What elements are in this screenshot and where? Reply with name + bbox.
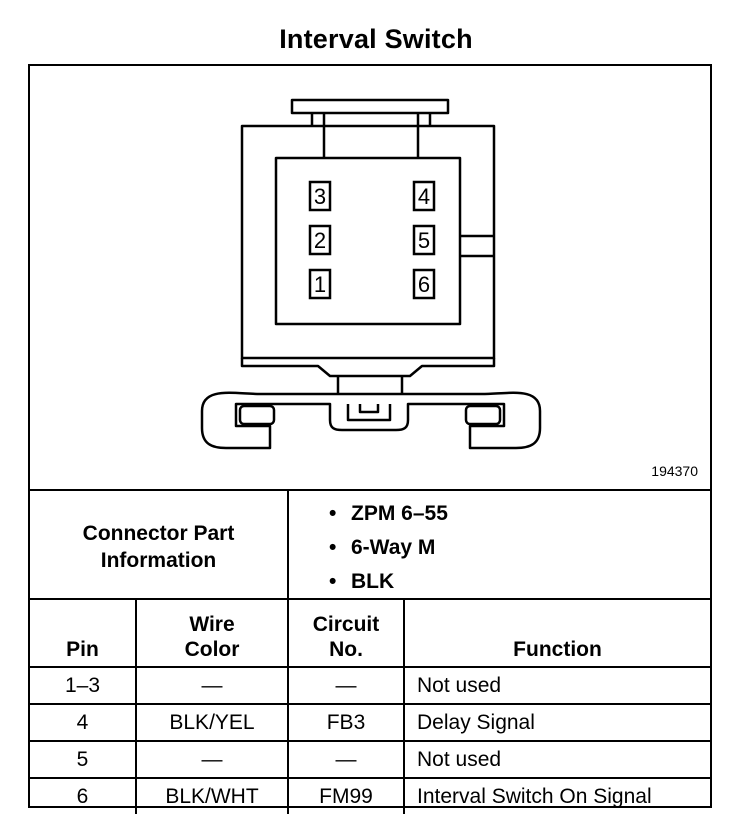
connector-info-table: Connector Part Information •ZPM 6–55 •6-… [30, 489, 710, 603]
pin-label-2: 2 [314, 228, 326, 253]
cell-wire-color: BLK/WHT [135, 777, 289, 814]
connector-info-label: Connector Part Information [82, 522, 235, 572]
connector-info-label-cell: Connector Part Information [30, 489, 289, 603]
connector-drawing: 3 2 1 4 5 6 [200, 98, 542, 450]
cell-function: Delay Signal [403, 703, 710, 742]
cell-function: Interval Switch On Signal [403, 777, 710, 814]
table-row: 6 BLK/WHT FM99 Interval Switch On Signal [30, 777, 710, 814]
pin-label-5: 5 [418, 228, 430, 253]
connector-info-item: •6-Way M [329, 536, 436, 559]
diagram-frame: 3 2 1 4 5 6 194370 Connector Part Inform… [28, 64, 712, 814]
page-title: Interval Switch [279, 24, 473, 54]
cell-pin: 6 [30, 777, 137, 814]
pin-box-5 [412, 224, 436, 256]
connector-base [240, 358, 496, 378]
cell-circuit: — [287, 666, 405, 705]
connector-info-item: •BLK [329, 570, 395, 593]
pin-table-header: Pin Wire Color Circuit No. Function [30, 598, 710, 668]
connector-info-list-cell: •ZPM 6–55 •6-Way M •BLK [287, 489, 710, 603]
pin-box-3 [308, 180, 332, 212]
connector-latch-bar [290, 98, 450, 115]
pin-box-1 [308, 268, 332, 300]
table-row: 1–3 — — Not used [30, 666, 710, 705]
cell-circuit: FB3 [287, 703, 405, 742]
cell-circuit: — [287, 740, 405, 779]
header-function: Function [403, 598, 710, 668]
cell-circuit: FM99 [287, 777, 405, 814]
cell-pin: 4 [30, 703, 137, 742]
pin-box-6 [412, 268, 436, 300]
table-row: 5 — — Not used [30, 740, 710, 779]
connector-side-tab [460, 234, 494, 258]
pin-box-2 [308, 224, 332, 256]
connector-latch-post-left [310, 113, 326, 158]
table-row: 4 BLK/YEL FB3 Delay Signal [30, 703, 710, 742]
connector-info-item: •ZPM 6–55 [329, 502, 448, 525]
connector-latch-post-right [416, 113, 432, 158]
pin-label-3: 3 [314, 184, 326, 209]
cell-wire-color: — [135, 740, 289, 779]
pin-table: Pin Wire Color Circuit No. Function 1–3 … [30, 598, 710, 814]
cell-function: Not used [403, 666, 710, 705]
pin-label-1: 1 [314, 272, 326, 297]
connector-bottom-clip [200, 391, 542, 450]
connector-center-slot [346, 404, 392, 422]
pin-label-4: 4 [418, 184, 430, 209]
cell-pin: 1–3 [30, 666, 137, 705]
cell-function: Not used [403, 740, 710, 779]
connector-face [274, 156, 462, 326]
cell-wire-color: — [135, 666, 289, 705]
pin-label-6: 6 [418, 272, 430, 297]
cell-wire-color: BLK/YEL [135, 703, 289, 742]
header-wire-color: Wire Color [135, 598, 289, 668]
pin-box-4 [412, 180, 436, 212]
connector-info-list: •ZPM 6–55 •6-Way M •BLK [289, 491, 710, 603]
cell-pin: 5 [30, 740, 137, 779]
header-circuit-no: Circuit No. [287, 598, 405, 668]
header-pin: Pin [30, 598, 137, 668]
connector-housing [240, 124, 496, 360]
figure-number: 194370 [651, 463, 698, 479]
